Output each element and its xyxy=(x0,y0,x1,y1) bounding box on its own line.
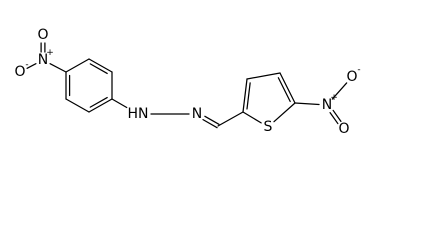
bond-C8-C9-line-outer xyxy=(242,78,248,113)
bond-N1-O2-double xyxy=(40,42,46,53)
bond-C11-S1-single xyxy=(273,102,296,123)
bond-C11-N3-single xyxy=(294,102,320,106)
atom-label-s1: S xyxy=(264,119,273,135)
bond-C6-C1-line xyxy=(65,58,90,73)
bond-C8-C9-line-inner xyxy=(246,82,251,110)
bond-N2-C7-line-b xyxy=(204,115,220,125)
bond-N2-C7-double xyxy=(202,115,220,129)
atom-label-o3: O xyxy=(346,69,357,85)
atom-label-o2: O xyxy=(37,27,48,43)
bond-C3-C4-double xyxy=(88,96,113,113)
bond-N3-O3-line xyxy=(331,82,348,100)
atom-label-n2: N xyxy=(192,106,202,122)
bond-S1-C8-single xyxy=(242,111,262,124)
bond-C1-C2-double xyxy=(65,71,71,100)
bond-C3-C4-line-inner xyxy=(89,96,108,108)
charge-n1: + xyxy=(46,48,54,58)
bond-C9-C10-single xyxy=(246,72,281,80)
atom-label-n1: N xyxy=(38,52,48,68)
charge-n3: + xyxy=(330,93,338,103)
bond-C2-C3-single xyxy=(65,98,90,113)
atom-label-o4: O xyxy=(338,121,349,137)
bond-C11-N3-line xyxy=(294,102,320,106)
bond-N3-O4-line-b xyxy=(332,109,342,122)
bond-C4-NH-single xyxy=(111,98,128,109)
atom-label-nh: HN xyxy=(128,106,149,122)
bond-O1-N1-single xyxy=(26,63,37,69)
bond-C5-C6-double xyxy=(88,58,113,75)
bond-C11-S1-line xyxy=(273,102,296,123)
bond-C6-C1-single xyxy=(65,58,90,73)
bond-C10-C11-line-outer xyxy=(279,72,296,104)
bond-N3-O4-line-a xyxy=(329,112,339,125)
atom-label-n3: N xyxy=(322,97,332,113)
bond-C7-C8-single xyxy=(217,111,244,127)
bond-O1-N1-line xyxy=(26,63,37,69)
bond-C5-C6-line-outer xyxy=(88,58,113,73)
charge-o3: - xyxy=(357,65,360,75)
bond-C2-C3-line xyxy=(65,98,90,113)
bond-C8-C9-double xyxy=(242,78,251,113)
bond-N1-C1-line xyxy=(49,63,67,73)
bond-S1-C8-line xyxy=(242,111,262,124)
bond-C10-C11-double xyxy=(277,72,296,104)
bond-C3-C4-line-outer xyxy=(88,98,113,113)
charge-o1: - xyxy=(25,60,28,70)
bond-C7-C8-line xyxy=(217,111,244,127)
bond-N3-O3-single xyxy=(331,82,348,100)
bond-N3-O4-double xyxy=(329,109,342,125)
bond-C5-C6-line-inner xyxy=(89,63,108,75)
bond-C9-C10-line xyxy=(246,72,281,80)
bond-N2-C7-line-a xyxy=(202,118,218,129)
bond-C10-C11-line-inner xyxy=(277,77,291,103)
bond-layer xyxy=(26,42,348,129)
atom-label-o1: O xyxy=(14,64,25,80)
bond-N1-C1-single xyxy=(49,63,67,73)
bond-C4-NH-line xyxy=(111,98,128,109)
